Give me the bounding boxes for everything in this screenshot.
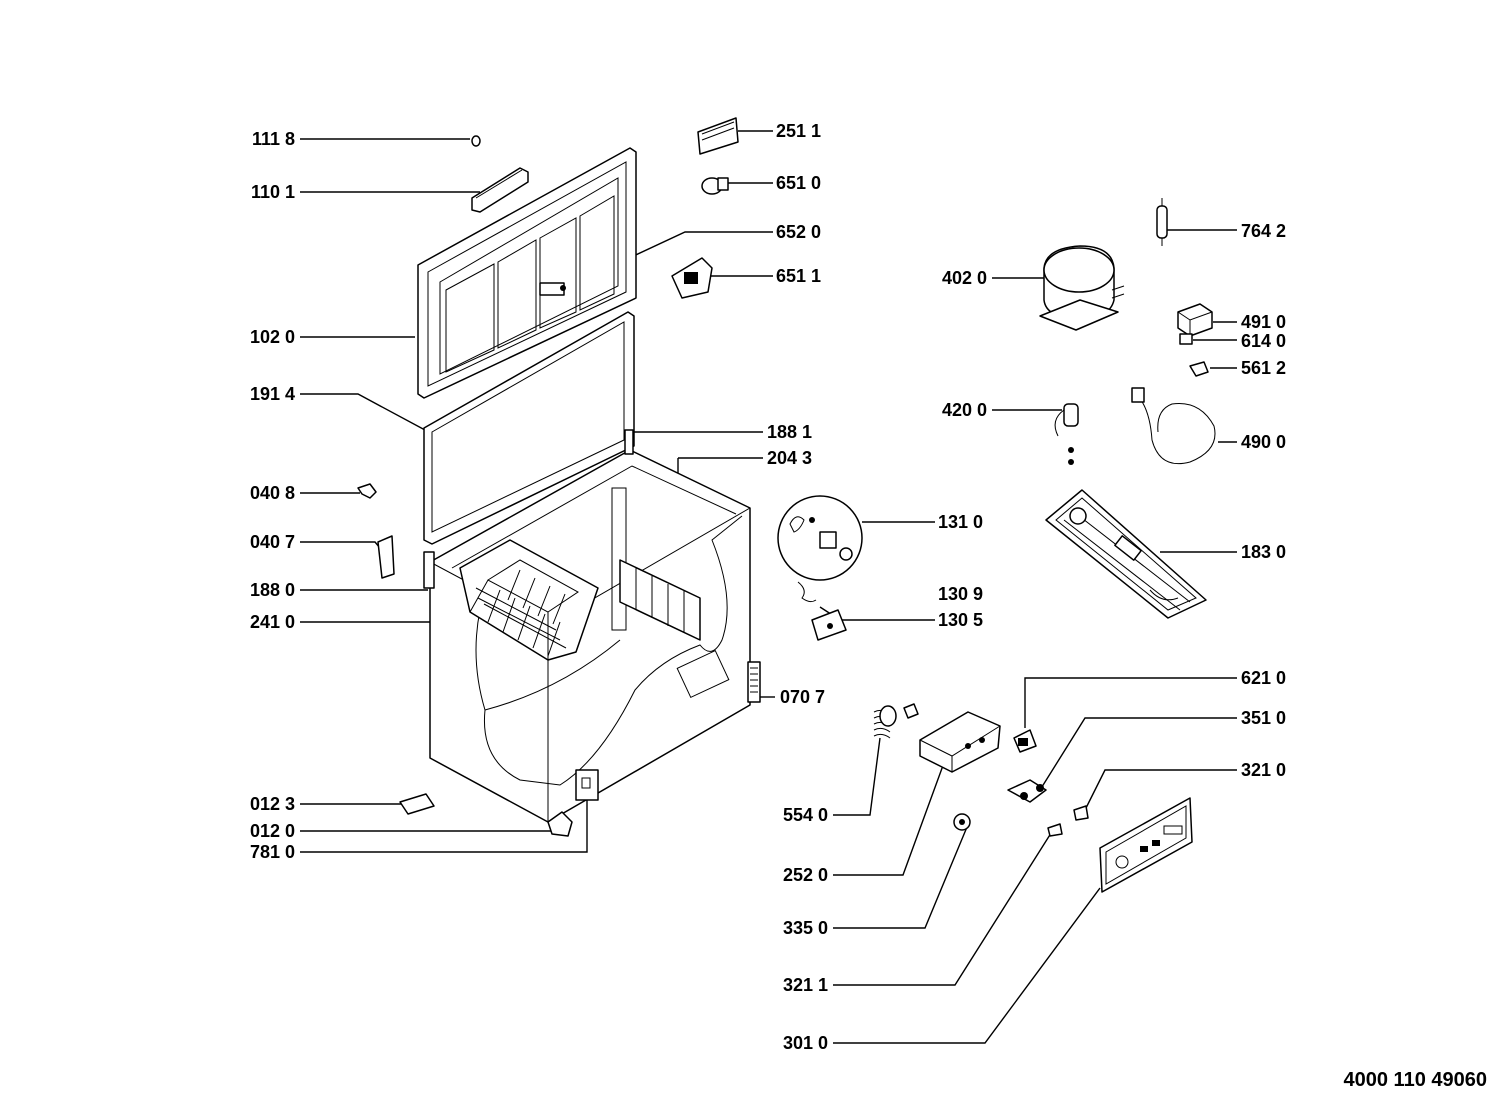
callout-335-0: 335 0 (783, 918, 828, 938)
filter-drier-part (1156, 198, 1168, 246)
callout-188-0: 188 0 (250, 580, 295, 600)
callout-204-3: 204 3 (767, 448, 812, 468)
callout-420-0: 420 0 (942, 400, 987, 420)
indicator-lens-part (1047, 823, 1063, 837)
callout-040-8: 040 8 (250, 483, 295, 503)
relay-part (1179, 333, 1193, 345)
callout-110-1: 110 1 (251, 182, 295, 202)
callout-130-5: 130 5 (938, 610, 983, 630)
power-cord-part (1131, 387, 1216, 465)
condenser-plate-part (1045, 489, 1207, 619)
control-box-part (919, 711, 1001, 773)
callout-188-1: 188 1 (767, 422, 812, 442)
callout-040-7: 040 7 (250, 532, 295, 552)
callout-321-1: 321 1 (783, 975, 828, 995)
callout-130-9: 130 9 (938, 584, 983, 604)
switch-cover-part (811, 609, 847, 641)
relay-cover-part (1177, 303, 1213, 337)
gasket-part (423, 311, 635, 545)
callout-183-0: 183 0 (1241, 542, 1286, 562)
callout-252-0: 252 0 (783, 865, 828, 885)
leader-lines (300, 130, 1237, 1044)
callout-111-8: 111 8 (252, 129, 295, 149)
plate-part (399, 793, 435, 815)
callout-561-2: 561 2 (1241, 358, 1286, 378)
foot-part (547, 811, 573, 837)
callout-764-2: 764 2 (1241, 221, 1286, 241)
wire-basket-part (459, 539, 599, 661)
callout-652-0: 652 0 (776, 222, 821, 242)
round-cover-part (777, 495, 863, 581)
callout-621-0: 621 0 (1241, 668, 1286, 688)
thermostat-part (1007, 779, 1047, 803)
vent-grille-part (747, 661, 761, 703)
lid-part (417, 147, 637, 399)
light-cover-part (697, 117, 739, 155)
callout-402-0: 402 0 (942, 268, 987, 288)
callout-012-0: 012 0 (250, 821, 295, 841)
wire-part (797, 581, 817, 603)
callout-554-0: 554 0 (783, 805, 828, 825)
spring-part (873, 703, 919, 739)
callout-651-0: 651 0 (776, 173, 821, 193)
clip-part (357, 483, 377, 499)
callout-012-3: 012 3 (250, 794, 295, 814)
knob-part (953, 813, 971, 831)
callout-491-0: 491 0 (1241, 312, 1286, 332)
callout-241-0: 241 0 (250, 612, 295, 632)
control-panel-part (1099, 797, 1193, 893)
callout-781-0: 781 0 (250, 842, 295, 862)
callout-301-0: 301 0 (783, 1033, 828, 1053)
hinge-cover-part (377, 535, 395, 579)
callout-351-0: 351 0 (1241, 708, 1286, 728)
lamp-holder-part (671, 257, 713, 299)
callout-614-0: 614 0 (1241, 331, 1286, 351)
callout-251-1: 251 1 (776, 121, 821, 141)
document-code: 4000 110 49060 (1344, 1069, 1488, 1091)
callout-102-0: 102 0 (250, 327, 295, 347)
callout-labels: 111 8 110 1 102 0 191 4 040 8 040 7 188 … (250, 121, 1487, 1091)
bumper-part (471, 135, 481, 147)
callout-651-1: 651 1 (776, 266, 821, 286)
callout-191-4: 191 4 (250, 384, 295, 404)
indicator-part (1073, 805, 1089, 821)
overload-part (1189, 361, 1209, 377)
callout-131-0: 131 0 (938, 512, 983, 532)
callout-490-0: 490 0 (1241, 432, 1286, 452)
compressor-part (1039, 245, 1125, 331)
callout-321-0: 321 0 (1241, 760, 1286, 780)
lamp-part (701, 177, 729, 195)
lid-handle-part (471, 167, 529, 213)
switch-part (1013, 729, 1037, 753)
callout-070-7: 070 7 (780, 687, 825, 707)
capacitor-part (1054, 403, 1079, 465)
